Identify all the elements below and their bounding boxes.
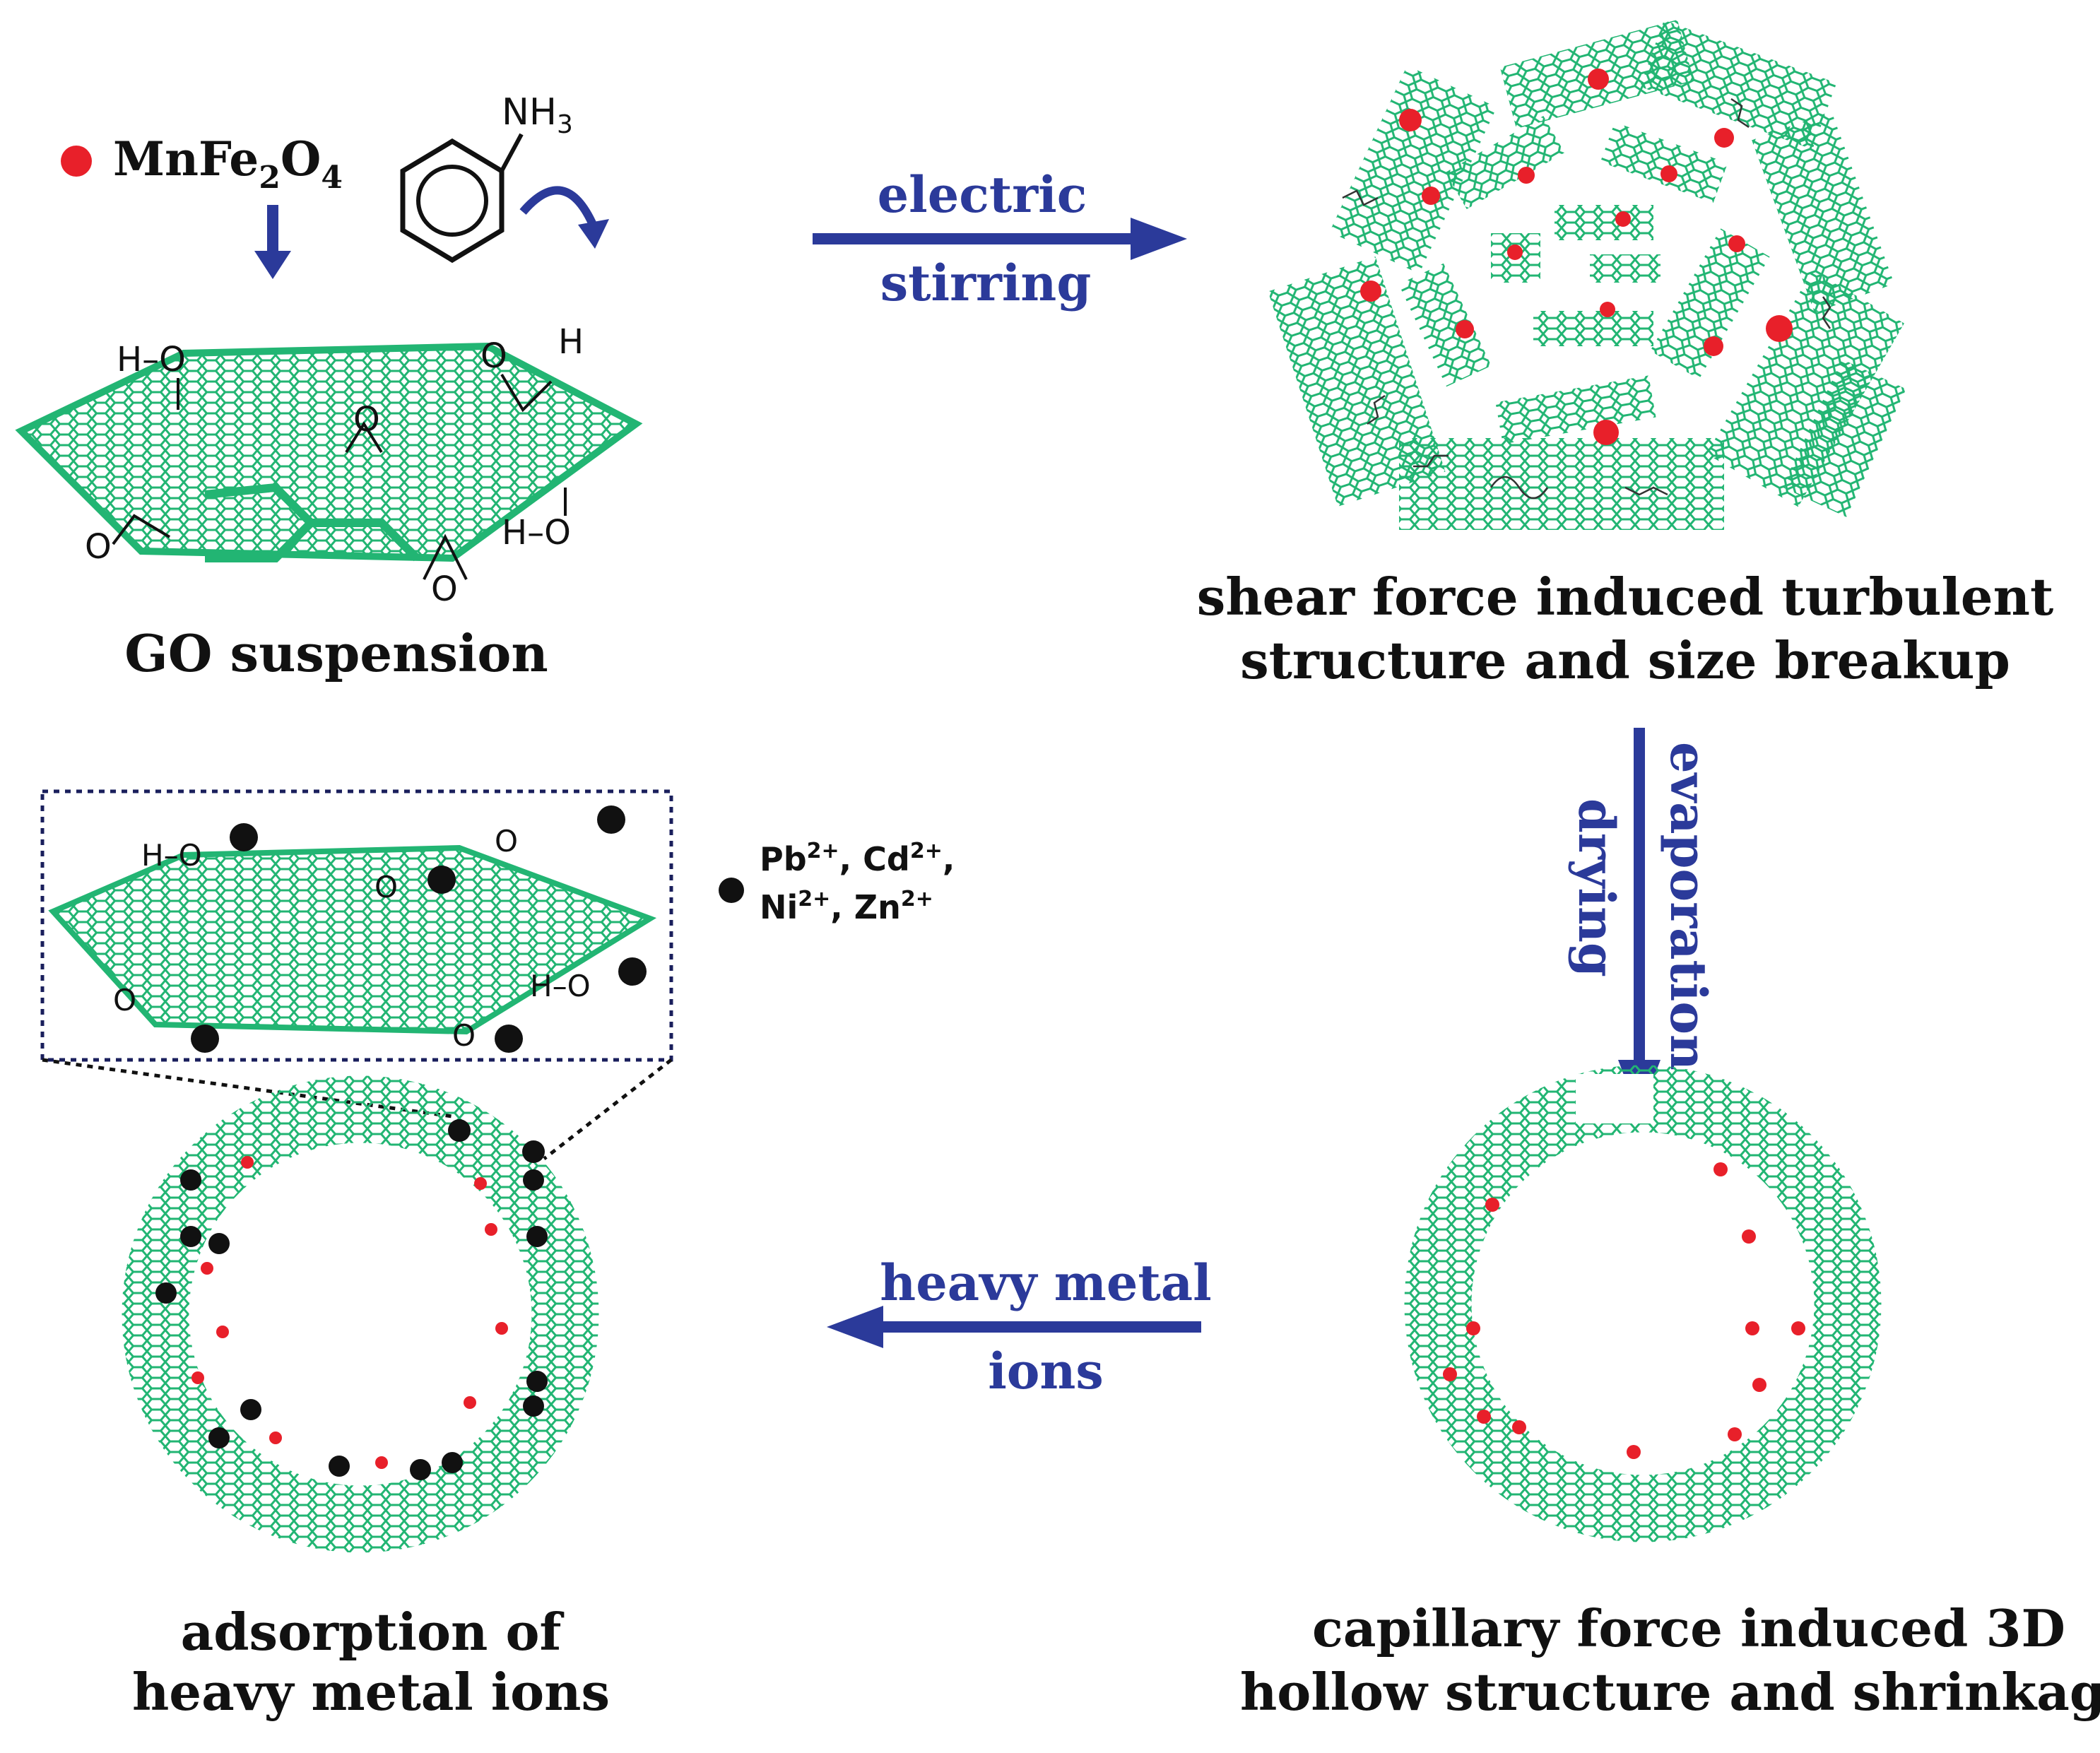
arrow-electric-stirring: electric stirring xyxy=(813,165,1187,312)
arrow3-label-line2: ions xyxy=(988,1342,1104,1400)
svg-text:H–O: H–O xyxy=(141,838,202,873)
arrow3-label-line1: heavy metal xyxy=(880,1253,1211,1312)
mnfe2o4-legend-label: MnFe2O4 xyxy=(113,131,343,196)
adsorption-panel: H–O O O O H–O O Pb2+, Cd2+, Ni2+, Zn2+ xyxy=(40,789,955,1722)
turbulent-structure-panel: shear force induced turbulent structure … xyxy=(1197,19,2053,690)
svg-text:O: O xyxy=(431,569,458,609)
curved-arrow-head xyxy=(578,219,609,249)
svg-text:H: H xyxy=(558,322,584,362)
turbulent-chain-lines xyxy=(1342,98,1831,500)
turbulent-graphene-flakes xyxy=(1268,19,1906,530)
zoom-inset-box xyxy=(40,789,673,1062)
go-functional-groups: H–O O H O O H–O O xyxy=(85,322,584,609)
aniline-nh3-label: NH3 xyxy=(502,91,573,139)
curved-arrow-icon xyxy=(519,186,598,228)
svg-text:O: O xyxy=(85,527,112,567)
zoom-line-right xyxy=(543,1058,673,1160)
arrow1-label-line2: stirring xyxy=(880,254,1092,312)
adsorption-nanoparticles xyxy=(191,1156,508,1469)
shear-caption-line1: shear force induced turbulent xyxy=(1197,567,2053,627)
inset-metal-ions xyxy=(191,805,647,1053)
svg-text:O: O xyxy=(374,870,398,904)
adsorption-metal-ions xyxy=(155,1119,548,1480)
arrow-heavy-metal-ions: heavy metal ions xyxy=(827,1253,1212,1400)
arrow-evaporation-drying: evaporation drying xyxy=(1567,728,1718,1116)
adsorption-caption-line2: heavy metal ions xyxy=(132,1662,610,1722)
svg-text:O: O xyxy=(452,1018,476,1053)
svg-text:H–O: H–O xyxy=(502,513,571,553)
capillary-caption-line2: hollow structure and shrinkage xyxy=(1240,1662,2100,1722)
capillary-caption-line1: capillary force induced 3D xyxy=(1312,1598,2065,1658)
go-suspension-caption: GO suspension xyxy=(124,623,548,683)
aniline-molecule: NH3 xyxy=(400,91,573,264)
metal-ion-legend-dot xyxy=(719,878,744,903)
turbulent-nanoparticles xyxy=(1360,69,1793,445)
svg-text:H–O: H–O xyxy=(117,340,186,379)
arrow2-label-line2: drying xyxy=(1567,798,1626,977)
graphene-oxide-sheet xyxy=(15,342,643,562)
metal-ion-legend-line1: Pb2+, Cd2+, xyxy=(760,839,955,878)
arrow1-label-line1: electric xyxy=(878,165,1087,224)
hollow-nanoparticles xyxy=(1443,1162,1805,1459)
adsorption-caption-line1: adsorption of xyxy=(181,1602,565,1662)
go-suspension-panel: MnFe2O4 NH3 H–O O H O xyxy=(15,91,643,683)
hollow-structure-panel: capillary force induced 3D hollow struct… xyxy=(1240,1065,2100,1722)
svg-text:O: O xyxy=(480,336,507,376)
svg-text:O: O xyxy=(113,983,136,1017)
shear-caption-line2: structure and size breakup xyxy=(1240,630,2010,690)
svg-text:H–O: H–O xyxy=(530,969,591,1003)
metal-ion-legend-line2: Ni2+, Zn2+ xyxy=(760,887,933,926)
hollow-ring-flakes xyxy=(1404,1065,1882,1542)
nanoparticle-legend-dot xyxy=(61,146,92,177)
svg-text:O: O xyxy=(495,824,518,858)
adsorption-ring-flakes xyxy=(122,1075,599,1553)
arrow2-label-line1: evaporation xyxy=(1659,742,1718,1070)
inset-functional-groups: H–O O O O H–O O xyxy=(113,824,591,1053)
inset-graphene-sheet xyxy=(48,844,657,1035)
down-arrow-head xyxy=(254,251,291,279)
